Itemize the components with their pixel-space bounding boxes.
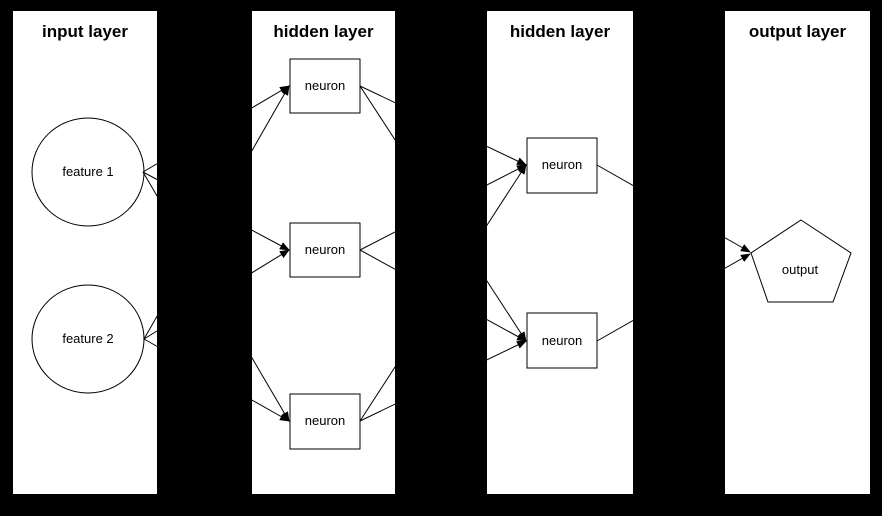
edges	[142, 85, 751, 422]
edge-h1neuron2-h2neuron1	[359, 164, 527, 251]
layer-titles: input layer hidden layer hidden layer ou…	[42, 22, 847, 41]
edge-feature1-h1neuron3	[142, 171, 290, 422]
edge-h2neuron1-output	[596, 164, 751, 253]
node-h1-neuron-3	[289, 393, 361, 450]
edge-h1neuron2-h2neuron2	[359, 249, 527, 342]
node-label-h2-neuron-1: neuron	[542, 157, 582, 172]
title-hidden-layer-1: hidden layer	[273, 22, 374, 41]
edge-h1neuron3-h2neuron2	[359, 340, 527, 422]
node-label-h1-neuron-1: neuron	[305, 78, 345, 93]
edge-feature2-h1neuron3	[143, 338, 290, 422]
title-hidden-layer-2: hidden layer	[510, 22, 611, 41]
title-input-layer: input layer	[42, 22, 128, 41]
node-label-feature-1: feature 1	[62, 164, 113, 179]
title-output-layer: output layer	[749, 22, 847, 41]
edge-h1neuron1-h2neuron2	[359, 85, 527, 342]
edge-h1neuron3-h2neuron1	[359, 164, 527, 422]
edge-feature1-h1neuron1	[142, 85, 290, 173]
edge-feature1-h1neuron2	[142, 171, 290, 251]
panel-hidden-layer-2	[487, 11, 633, 494]
edge-feature2-h1neuron2	[143, 249, 290, 340]
edge-feature2-h1neuron1	[143, 85, 290, 340]
edge-h2neuron2-output	[596, 253, 751, 342]
node-label-output: output	[782, 262, 819, 277]
node-h2-neuron-2	[526, 312, 598, 369]
nodes: feature 1 feature 2 neuron neuron neuron…	[31, 58, 852, 450]
node-output	[750, 219, 852, 303]
node-label-h2-neuron-2: neuron	[542, 333, 582, 348]
panel-input-layer	[13, 11, 157, 494]
node-h1-neuron-1	[289, 58, 361, 114]
edge-h1neuron1-h2neuron1	[359, 85, 527, 166]
node-label-h1-neuron-2: neuron	[305, 242, 345, 257]
node-label-feature-2: feature 2	[62, 331, 113, 346]
node-h2-neuron-1	[526, 137, 598, 194]
node-label-h1-neuron-3: neuron	[305, 413, 345, 428]
node-h1-neuron-2	[289, 222, 361, 278]
